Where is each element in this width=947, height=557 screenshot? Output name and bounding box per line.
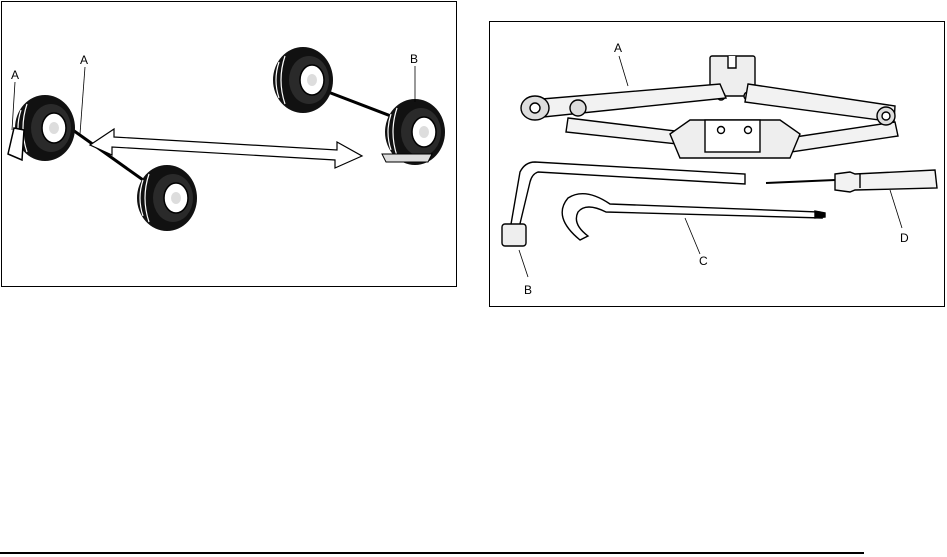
- callout-a-left: A: [11, 68, 19, 82]
- screwdriver-icon: [766, 170, 937, 192]
- wheel-block-right: [382, 154, 432, 162]
- callout-b: B: [524, 283, 532, 297]
- callout-c: C: [699, 254, 708, 268]
- wheel-diagram-art: A A B: [2, 2, 456, 286]
- callout-b: B: [410, 52, 418, 66]
- tool-kit-art: A B C D: [490, 22, 944, 306]
- front-right-tire: [137, 165, 197, 231]
- tool-kit-figure: A B C D: [489, 21, 945, 307]
- front-left-tire: [15, 95, 75, 161]
- double-arrow-icon: [90, 129, 362, 168]
- wheel-block-left: [8, 128, 24, 160]
- callout-a: A: [614, 41, 622, 55]
- rear-left-tire: [273, 47, 333, 113]
- scissor-jack-icon: [521, 56, 898, 158]
- callout-a-right: A: [80, 53, 88, 67]
- callout-d: D: [900, 231, 909, 245]
- wheel-diagram-figure: A A B: [1, 1, 457, 287]
- jack-handle-icon: [562, 194, 825, 240]
- page-divider: [0, 552, 864, 554]
